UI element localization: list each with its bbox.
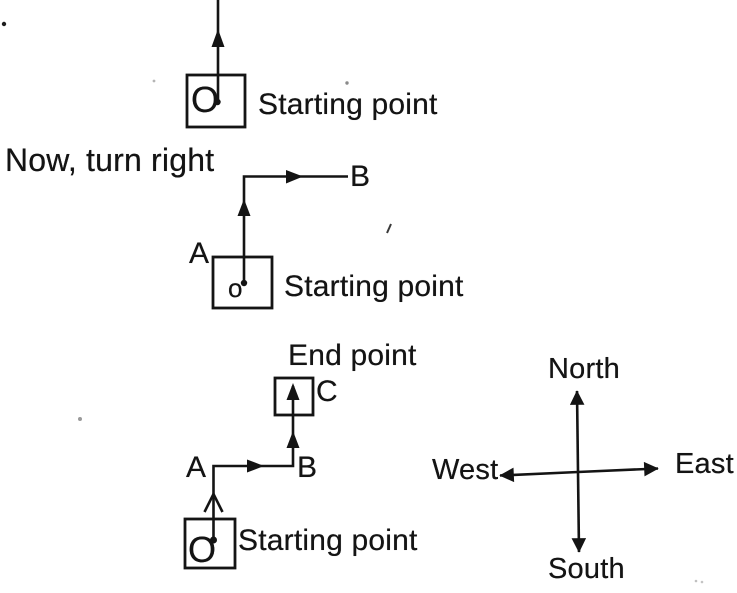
scan-speck <box>78 417 82 421</box>
scan-speck <box>152 79 156 83</box>
compass-north-label: North <box>548 353 620 385</box>
d1-caption: Starting point <box>258 88 438 121</box>
compass-south-label: South <box>548 553 625 585</box>
d2-right-arrowhead <box>286 170 303 184</box>
d3-mid-up-arrowhead <box>286 431 300 448</box>
d2-label-b: B <box>350 160 371 193</box>
d1-starting-box <box>185 73 247 129</box>
instruction-text: Now, turn right <box>5 142 215 178</box>
d2-caption: Starting point <box>284 270 464 303</box>
compass-east-ray <box>577 461 659 477</box>
d2-origin-label: o <box>228 273 243 303</box>
d3-starting-box <box>183 517 237 570</box>
d2-origin-dot <box>240 279 248 287</box>
d3-origin-dot <box>210 536 217 544</box>
compass-west-label: West <box>432 454 499 486</box>
d1-point-label: O <box>191 79 220 120</box>
compass-west-ray <box>499 467 579 483</box>
scan-speck <box>700 580 704 584</box>
d3-endbox-up-arrowhead <box>286 383 300 400</box>
d3-end-box <box>273 376 315 417</box>
d2-up-arrowhead <box>237 199 251 216</box>
d2-label-a: A <box>189 237 210 270</box>
d3-end-caption: End point <box>288 339 417 372</box>
scan-speck <box>694 579 698 583</box>
scan-apostrophe-mark <box>386 223 392 234</box>
d3-open-chevron-arrowhead <box>203 491 224 513</box>
scan-speck <box>345 81 349 85</box>
d3-point-label: O <box>188 529 217 570</box>
d3-right-arrowhead <box>247 459 264 473</box>
d2-path <box>242 175 348 283</box>
d3-label-b: B <box>297 451 318 484</box>
scan-speck <box>1 21 7 27</box>
compass-east-label: East <box>675 448 734 480</box>
d1-up-arrowhead <box>211 29 225 47</box>
d3-label-a: A <box>186 451 207 484</box>
compass-south-ray <box>571 471 587 553</box>
compass-north-ray <box>569 390 585 473</box>
d3-caption: Starting point <box>238 524 418 557</box>
d3-label-c: C <box>316 375 338 408</box>
d1-origin-dot <box>214 98 221 106</box>
d2-starting-box <box>211 255 274 310</box>
